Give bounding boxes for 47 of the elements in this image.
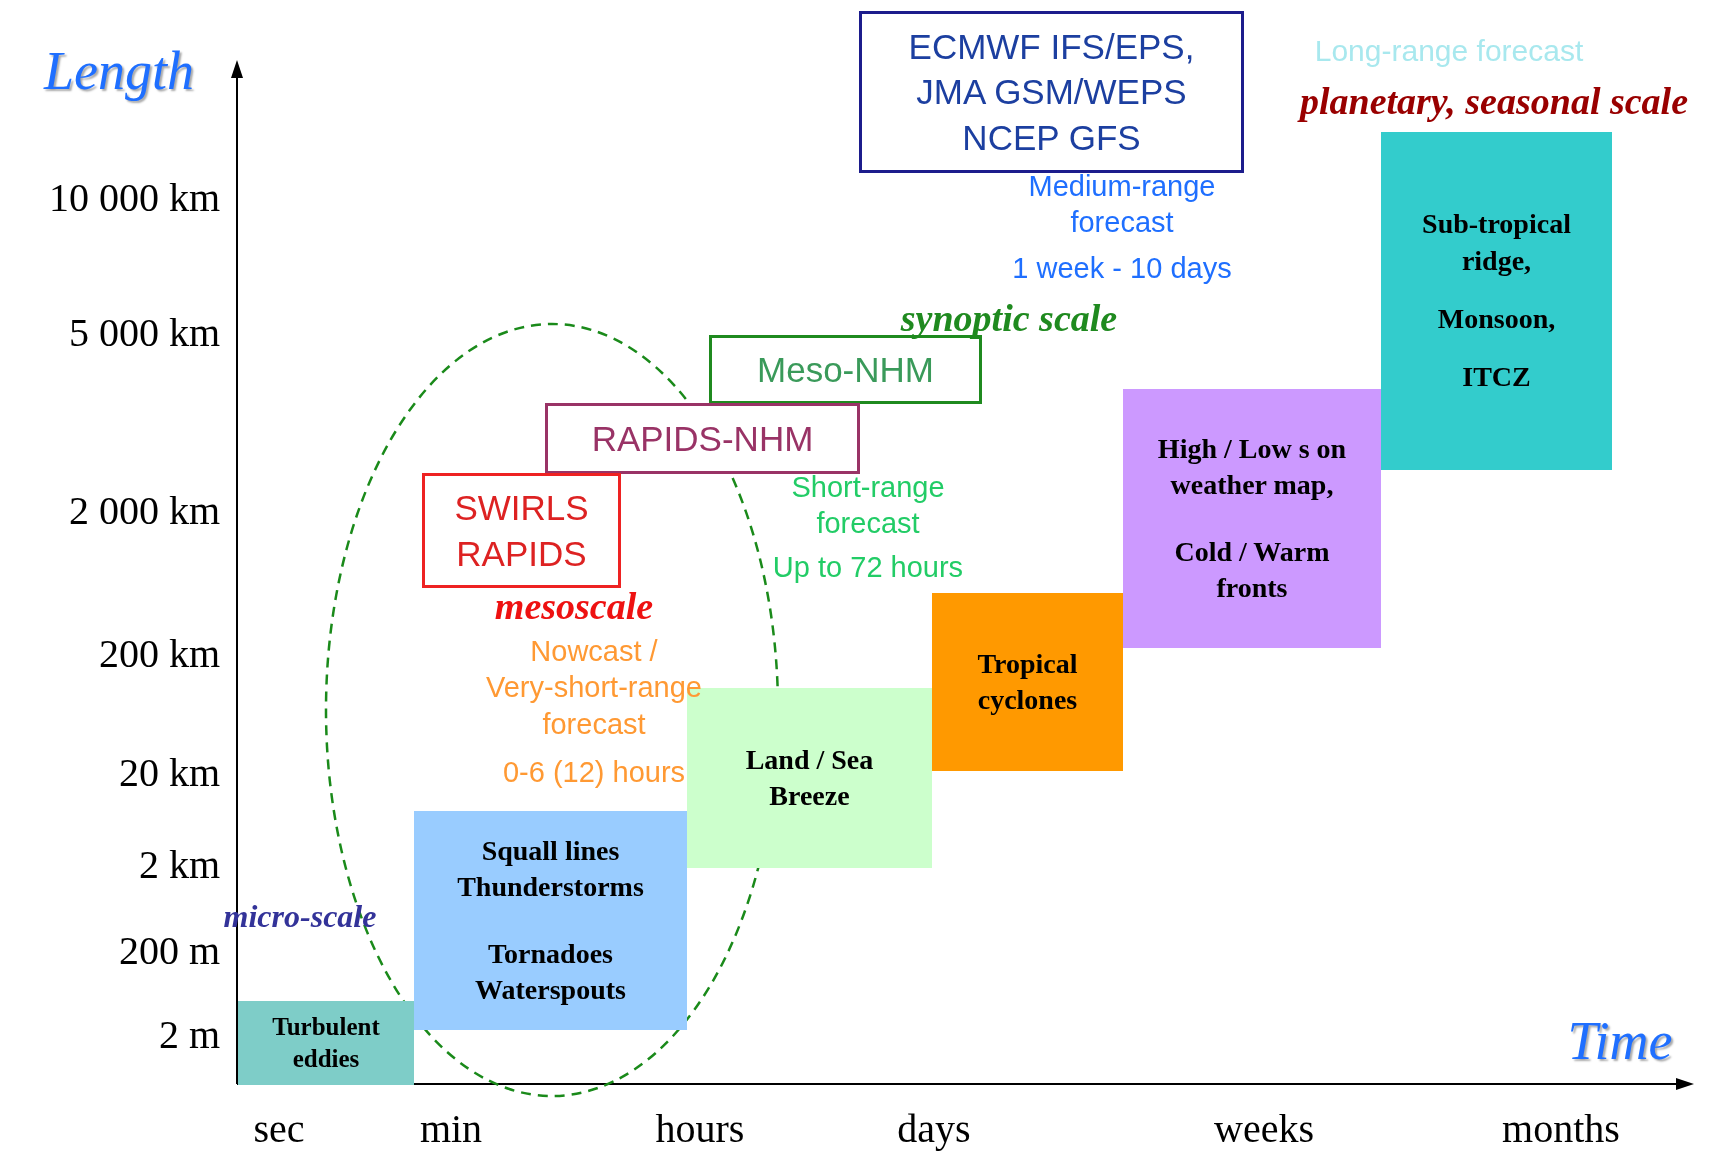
phenomenon-box (238, 1001, 414, 1085)
model-box (545, 403, 860, 474)
phenomenon-text: Turbulent eddies (271, 1011, 381, 1074)
model-box (859, 11, 1244, 173)
phenomenon-text: ITCZ (1461, 360, 1532, 395)
forecast-range-label: Medium-range forecast (1027, 169, 1217, 241)
axis-label: 200 km (97, 630, 220, 678)
forecast-range-label: 0-6 (12) hours (501, 755, 687, 790)
axis-label: months (1501, 1105, 1621, 1151)
axis-label: sec (252, 1105, 306, 1151)
axis-label: 10 000 km (47, 174, 220, 222)
forecast-range-label: Long-range forecast (1313, 33, 1585, 69)
phenomenon-text: Sub-tropical ridge, (1421, 207, 1572, 278)
axis-label: 20 km (117, 749, 220, 797)
axis-label: hours (654, 1105, 746, 1151)
axis-label: 2 000 km (67, 487, 220, 535)
axis-label: 2 m (157, 1011, 220, 1059)
phenomenon-text: Cold / Warm fronts (1173, 534, 1331, 605)
model-name: RAPIDS-NHM (590, 417, 815, 460)
phenomenon-text: Tropical cyclones (976, 646, 1079, 717)
phenomenon-box (932, 593, 1123, 771)
model-name: SWIRLS RAPIDS (453, 487, 590, 575)
model-box (422, 473, 621, 588)
phenomenon-text: Land / Sea Breeze (744, 742, 875, 813)
model-name: Meso-NHM (756, 348, 935, 391)
forecast-range-label: Nowcast / Very-short-range forecast (485, 634, 703, 742)
axis-label: 5 000 km (67, 309, 220, 357)
scale-label: synoptic scale (899, 296, 1119, 341)
phenomenon-text: Tornadoes Waterspouts (474, 936, 627, 1007)
scale-label: planetary, seasonal scale (1296, 79, 1690, 124)
phenomenon-box (414, 811, 687, 1030)
forecast-range-label: Up to 72 hours (771, 550, 965, 585)
axis-label: 2 km (137, 841, 220, 889)
model-name: ECMWF IFS/EPS, JMA GSM/WEPS NCEP GFS (907, 25, 1196, 159)
forecast-range-label: 1 week - 10 days (1011, 251, 1233, 286)
axis-label: 200 m (117, 927, 220, 975)
axis-label: days (896, 1105, 972, 1151)
axis-title: Time (1566, 1010, 1674, 1073)
phenomenon-text: High / Low s on weather map, (1156, 431, 1348, 503)
phenomenon-text: Monsoon, (1436, 302, 1557, 336)
scale-label: mesoscale (493, 584, 655, 629)
phenomenon-text: Squall lines Thunderstorms (456, 833, 645, 905)
axis-title: Length (44, 40, 195, 103)
axis-label: min (418, 1105, 484, 1151)
phenomenon-box (1381, 132, 1612, 470)
axis-label: weeks (1213, 1105, 1315, 1151)
phenomenon-box (1123, 389, 1381, 648)
